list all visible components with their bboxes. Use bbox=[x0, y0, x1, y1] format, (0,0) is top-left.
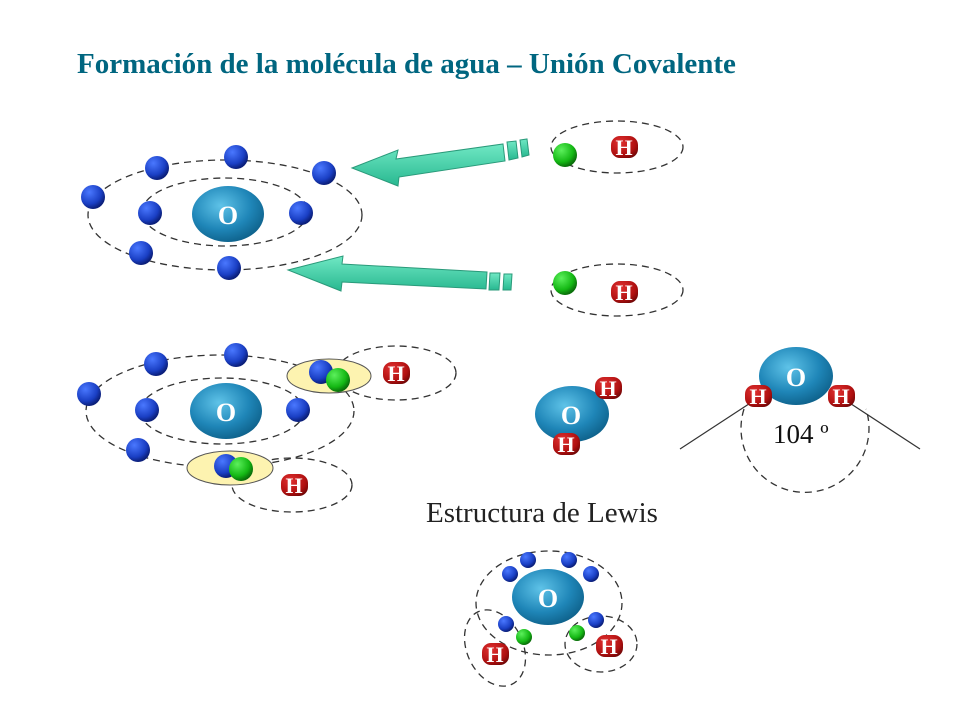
electron bbox=[138, 201, 162, 225]
electron bbox=[498, 616, 514, 632]
page-title: Formación de la molécula de agua – Unión… bbox=[77, 48, 736, 80]
hydrogen-shell bbox=[564, 615, 638, 673]
electron bbox=[583, 566, 599, 582]
electron bbox=[312, 161, 336, 185]
bond-angle-diagram: O H H bbox=[679, 347, 921, 493]
hydrogen-orbit bbox=[231, 457, 353, 513]
oxygen-nucleus bbox=[535, 386, 609, 442]
electron bbox=[81, 185, 105, 209]
hydrogen-atom-lower: H bbox=[550, 263, 684, 317]
electron bbox=[289, 201, 313, 225]
oxygen-symbol: O bbox=[538, 584, 558, 613]
lewis-structure-label: Estructura de Lewis bbox=[426, 497, 658, 529]
oxygen-atom-top: O bbox=[81, 145, 363, 280]
bond-angle-label: 104 º bbox=[773, 419, 829, 449]
hydrogen-orbit bbox=[550, 120, 684, 174]
hydrogen-symbol: H bbox=[615, 280, 632, 305]
hydrogen-symbol: H bbox=[387, 361, 404, 386]
hydrogen-nucleus bbox=[611, 281, 638, 303]
electron bbox=[144, 352, 168, 376]
arrow-dash bbox=[519, 138, 530, 158]
oxygen-nucleus bbox=[190, 383, 262, 439]
angle-arc bbox=[740, 408, 870, 493]
hydrogen-nucleus bbox=[745, 385, 772, 407]
electron bbox=[588, 612, 604, 628]
arrow-dash bbox=[502, 273, 513, 291]
electron bbox=[129, 241, 153, 265]
arrow-dash bbox=[488, 272, 501, 291]
electron bbox=[135, 398, 159, 422]
arrow-lower bbox=[286, 255, 513, 292]
hydrogen-atom-upper: H bbox=[550, 120, 684, 174]
arrow-shape bbox=[350, 143, 506, 187]
outer-orbit bbox=[85, 354, 355, 468]
oxygen-nucleus bbox=[512, 569, 584, 625]
hydrogen-symbol: H bbox=[832, 384, 849, 409]
hydrogen-nucleus bbox=[611, 136, 638, 158]
arrow-dash bbox=[506, 140, 519, 161]
hydrogen-symbol: H bbox=[615, 135, 632, 160]
bond-line bbox=[841, 397, 921, 450]
oxygen-symbol: O bbox=[561, 401, 581, 430]
oxygen-nucleus bbox=[192, 186, 264, 242]
electron bbox=[77, 382, 101, 406]
hydrogen-nucleus bbox=[383, 362, 410, 384]
arrow-shape bbox=[286, 255, 488, 292]
hydrogen-symbol: H bbox=[599, 376, 616, 401]
hydrogen-nucleus bbox=[281, 474, 308, 496]
hydrogen-nucleus bbox=[828, 385, 855, 407]
hydrogen-nucleus bbox=[595, 377, 622, 399]
oxygen-shell bbox=[475, 550, 623, 656]
compact-molecule: O H H bbox=[535, 376, 622, 457]
hydrogen-electron bbox=[553, 271, 577, 295]
hydrogen-orbit bbox=[335, 345, 457, 401]
oxygen-symbol: O bbox=[786, 363, 806, 392]
hydrogen-nucleus bbox=[482, 643, 509, 665]
electron bbox=[145, 156, 169, 180]
bond-line bbox=[679, 397, 759, 450]
hydrogen-electron bbox=[326, 368, 350, 392]
hydrogen-symbol: H bbox=[486, 642, 503, 667]
lewis-structure: O H H bbox=[463, 550, 638, 687]
oxygen-symbol: O bbox=[216, 398, 236, 427]
electron bbox=[502, 566, 518, 582]
hydrogen-electron bbox=[553, 143, 577, 167]
bonded-molecule: O H H bbox=[77, 343, 457, 513]
hydrogen-orbit bbox=[550, 263, 684, 317]
electron bbox=[224, 343, 248, 367]
hydrogen-symbol: H bbox=[600, 634, 617, 659]
electrons bbox=[81, 145, 336, 280]
electron bbox=[217, 256, 241, 280]
hydrogen-symbol: H bbox=[749, 384, 766, 409]
electron bbox=[561, 552, 577, 568]
hydrogen-electron bbox=[229, 457, 253, 481]
electron bbox=[126, 438, 150, 462]
oxygen-symbol: O bbox=[218, 201, 238, 230]
electron bbox=[224, 145, 248, 169]
hydrogen-nucleus bbox=[596, 635, 623, 657]
arrow-upper bbox=[350, 138, 530, 187]
electron bbox=[286, 398, 310, 422]
oxygen-nucleus bbox=[759, 347, 833, 405]
hydrogen-electron bbox=[569, 625, 585, 641]
electron bbox=[520, 552, 536, 568]
hydrogen-electron bbox=[516, 629, 532, 645]
hydrogen-symbol: H bbox=[285, 473, 302, 498]
hydrogen-nucleus bbox=[553, 433, 580, 455]
hydrogen-symbol: H bbox=[557, 432, 574, 457]
